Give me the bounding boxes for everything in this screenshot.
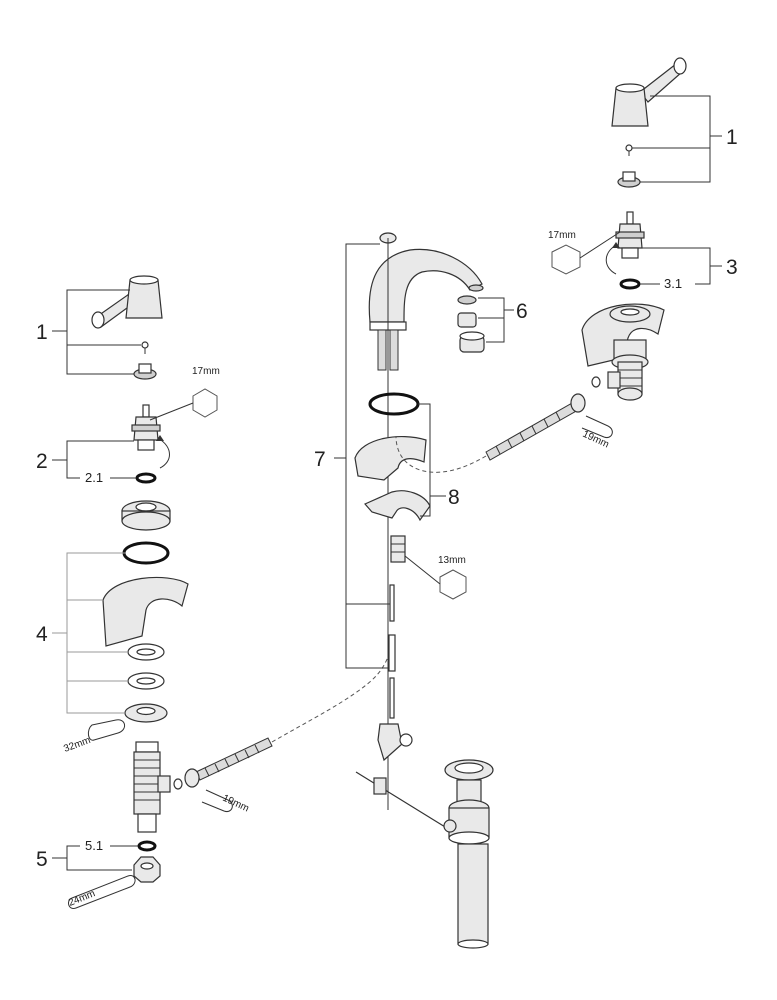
left-large-oring xyxy=(122,541,170,565)
drain-group xyxy=(443,759,494,949)
left-inlet-washer xyxy=(137,840,157,852)
right-hose-nut xyxy=(570,393,586,413)
left-handle-top xyxy=(129,275,159,285)
left-inlet xyxy=(137,813,157,833)
left-outlet xyxy=(157,775,171,793)
right-cartridge-oring xyxy=(619,278,641,290)
tool-32mm: 32mm xyxy=(62,735,92,755)
spout-supply-left xyxy=(377,329,387,371)
spout-supply-right xyxy=(389,329,399,371)
hex-13mm xyxy=(439,569,467,600)
lift-rod-lower xyxy=(389,677,395,719)
callout-5: 5 xyxy=(36,848,48,871)
hex-17mm-right xyxy=(551,244,581,275)
right-handle-screw xyxy=(625,144,633,152)
left-hose-route xyxy=(271,639,393,743)
callout-8-bracket xyxy=(418,403,446,517)
aerator-group xyxy=(457,295,485,353)
left-inlet-nut-group xyxy=(133,840,161,883)
left-mounting-group xyxy=(102,500,189,723)
callout-4-bracket xyxy=(52,552,128,714)
tool-19mm-right: 19mm xyxy=(581,429,611,451)
callout-5-1: 5.1 xyxy=(85,838,103,853)
lift-rod-coupler xyxy=(388,634,396,672)
wrench-32mm xyxy=(87,719,125,741)
right-flex-hose xyxy=(485,401,579,461)
left-hose xyxy=(184,737,273,788)
right-hose-route xyxy=(395,435,487,473)
rod-clip xyxy=(377,723,403,762)
callout-7-bracket xyxy=(334,243,390,669)
callout-3-1: 3.1 xyxy=(664,276,682,291)
lift-rod-group xyxy=(355,584,451,831)
left-handle-group xyxy=(91,275,163,380)
callout-6: 6 xyxy=(516,300,528,323)
callout-3-bracket xyxy=(640,247,722,285)
drain-stopper xyxy=(454,762,484,774)
left-cartridge-spindle xyxy=(142,404,150,418)
callout-7: 7 xyxy=(314,448,326,471)
left-valve-body xyxy=(133,741,183,833)
spout-horseshoe-bracket xyxy=(364,490,431,522)
spout-body xyxy=(368,248,483,323)
left-lever-tip xyxy=(91,311,105,329)
right-handle-body xyxy=(611,87,649,127)
wrench-19mm-left xyxy=(201,789,233,813)
spout-group xyxy=(368,232,484,810)
callout-6-bracket xyxy=(478,297,514,343)
drain-tailpipe xyxy=(457,843,489,945)
callout-1-left-bracket xyxy=(52,289,141,375)
tool-13mm: 13mm xyxy=(438,555,466,566)
aerator-insert xyxy=(457,312,477,328)
left-threaded-shank xyxy=(133,751,161,815)
tool-17mm-left: 17mm xyxy=(192,366,220,377)
callout-2-bracket xyxy=(52,440,136,479)
callout-3: 3 xyxy=(726,256,738,279)
lift-rod-upper xyxy=(389,584,395,622)
aerator-washer xyxy=(457,295,477,305)
left-cartridge-base xyxy=(137,439,155,451)
right-small-washer xyxy=(591,376,601,388)
spout-deck-section xyxy=(354,435,427,481)
right-outlet xyxy=(607,371,621,389)
left-handle-body xyxy=(125,279,163,319)
callout-4: 4 xyxy=(36,623,48,646)
spout-mounting-nut xyxy=(390,535,406,563)
left-small-washer xyxy=(173,778,183,790)
left-cartridge-group xyxy=(131,404,170,484)
wrench-24mm xyxy=(68,874,136,910)
callout-2-1: 2.1 xyxy=(85,470,103,485)
pivot-clip xyxy=(373,777,387,795)
callout-2: 2 xyxy=(36,450,48,473)
left-hose-nut xyxy=(184,768,200,788)
spout-oring xyxy=(368,392,420,416)
callout-5-bracket xyxy=(52,845,138,871)
tool-17mm-right: 17mm xyxy=(548,230,576,241)
right-hose xyxy=(485,393,586,461)
callout-1-left: 1 xyxy=(36,321,48,344)
right-mounting-group xyxy=(581,303,665,401)
callout-1-right: 1 xyxy=(726,126,738,149)
left-deck-section xyxy=(102,576,189,647)
left-adapter-stem xyxy=(138,363,152,374)
spout-mounting-group xyxy=(354,392,431,563)
wrench-19mm-right xyxy=(581,415,613,439)
callout-1-right-bracket xyxy=(632,95,722,183)
left-handle-screw xyxy=(141,341,149,349)
right-cartridge-spindle xyxy=(626,211,634,225)
drain-pivot-nut xyxy=(443,819,457,833)
pivot-rod xyxy=(355,771,451,831)
left-cartridge-oring xyxy=(135,472,157,484)
hex-17mm-left xyxy=(192,388,218,418)
callout-8: 8 xyxy=(448,486,460,509)
right-cartridge-group xyxy=(605,211,645,290)
right-handle-group xyxy=(611,57,687,188)
